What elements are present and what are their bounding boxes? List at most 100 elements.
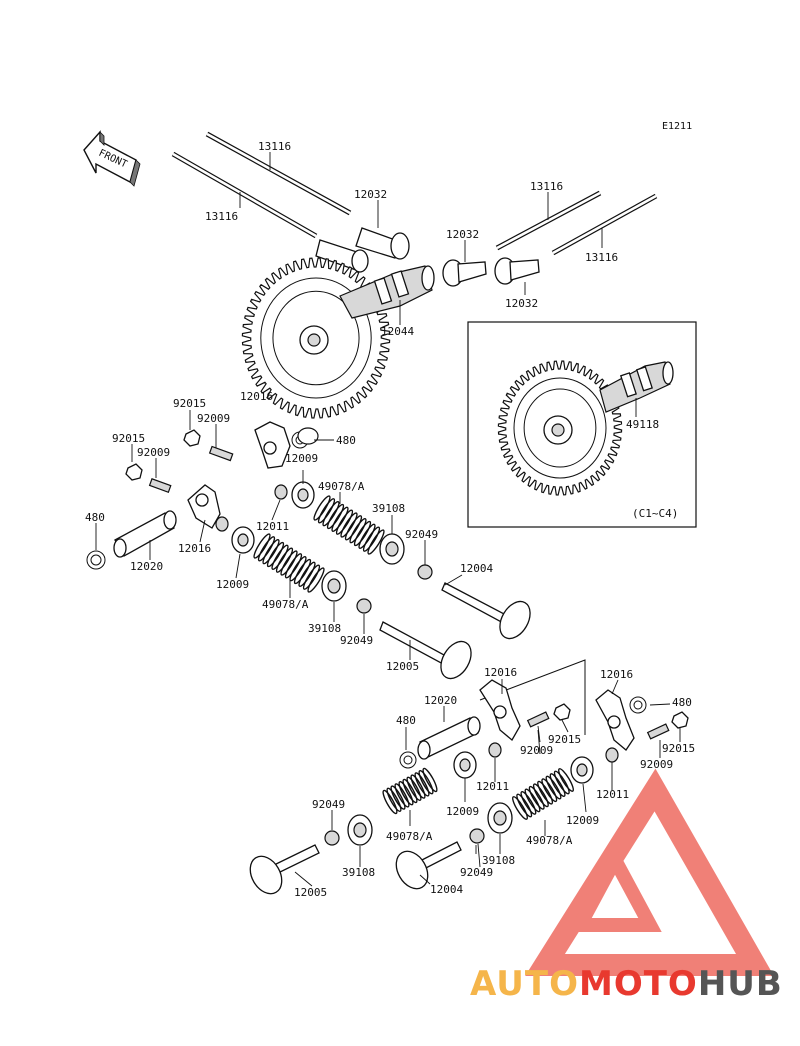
watermark-hub: HUB (698, 964, 783, 1004)
label-92015: 92015 (662, 742, 695, 755)
spring-coil (516, 793, 533, 818)
spring-coil (257, 536, 276, 562)
gear-ring (513, 377, 607, 479)
svg-text:AUTOMOTOHUB: AUTOMOTOHUB (470, 964, 783, 1004)
label-92049: 92049 (340, 634, 373, 647)
label-12005: 12005 (294, 886, 327, 899)
spring-coil (402, 778, 418, 804)
spring-coil (367, 529, 385, 555)
label-12004: 12004 (430, 883, 463, 896)
spring-coil (340, 512, 358, 538)
label-12032: 12032 (354, 188, 387, 201)
spring-coil (298, 561, 316, 587)
label-480: 480 (336, 434, 356, 447)
label-39108: 39108 (482, 854, 515, 867)
spring-coil (553, 770, 570, 795)
spring-coil (344, 515, 363, 541)
label-13116: 13116 (530, 180, 563, 193)
spring-coil (302, 564, 321, 590)
spring-coil (524, 788, 541, 813)
rocker-assembly-lower (249, 659, 689, 895)
label-12005: 12005 (386, 660, 419, 673)
part-labels: 13116 13116 12032 12032 13116 13116 1203… (85, 140, 695, 899)
spring-coil (545, 775, 562, 800)
spring-coil (520, 790, 537, 815)
spring-coil (398, 781, 414, 806)
front-arrow-icon: FRONT (83, 130, 141, 187)
spring-coil (271, 544, 289, 570)
gear-ring (523, 388, 597, 468)
label-92009: 92009 (137, 446, 170, 459)
label-12011: 12011 (256, 520, 289, 533)
camshaft (299, 265, 435, 355)
spring-coil (317, 498, 336, 524)
label-92009: 92009 (520, 744, 553, 757)
label-12016: 12016 (240, 390, 273, 403)
label-49118: 49118 (626, 418, 659, 431)
label-13116: 13116 (585, 251, 618, 264)
spring-coil (382, 789, 398, 815)
label-39108: 39108 (342, 866, 375, 879)
spring-coil (335, 509, 354, 535)
leader-lines (95, 152, 681, 887)
label-39108: 39108 (372, 502, 405, 515)
spring-coil (390, 785, 406, 810)
spring-coil (313, 495, 331, 521)
spring-coil (537, 780, 554, 805)
spring-coil (528, 785, 545, 810)
label-12032: 12032 (505, 297, 538, 310)
spring-coil (362, 526, 381, 552)
watermark-auto: AUTO (470, 964, 579, 1004)
spring-coil (289, 556, 307, 582)
spring-coil (532, 783, 549, 808)
label-13116: 13116 (205, 210, 238, 223)
spring-coil (358, 523, 376, 549)
label-12020: 12020 (424, 694, 457, 707)
label-12009: 12009 (285, 452, 318, 465)
spring-coil (512, 796, 528, 820)
push-rods (171, 131, 658, 256)
spring-coil (422, 767, 438, 793)
gear-ring (260, 277, 372, 399)
spring-coil (275, 547, 294, 573)
spring-coil (322, 501, 340, 527)
label-92049: 92049 (312, 798, 345, 811)
spring-coil (406, 776, 422, 801)
label-12009: 12009 (446, 805, 479, 818)
label-92049: 92049 (405, 528, 438, 541)
rocker-assembly-upper (86, 421, 531, 680)
spring-coil (558, 768, 574, 792)
label-12016: 12016 (178, 542, 211, 555)
spring-coil (541, 778, 558, 803)
label-49078a: 49078/A (262, 598, 309, 611)
label-92049: 92049 (460, 866, 493, 879)
label-480: 480 (396, 714, 416, 727)
spring-coil (262, 539, 280, 565)
label-12016: 12016 (600, 668, 633, 681)
label-12009: 12009 (566, 814, 599, 827)
watermark: AUTOMOTOHUB (470, 768, 783, 1004)
label-92015: 92015 (548, 733, 581, 746)
gear-ring (272, 290, 360, 386)
tappets (315, 227, 540, 287)
label-92009: 92009 (640, 758, 673, 771)
spring-coil (326, 503, 345, 530)
spring-coil (353, 520, 372, 547)
watermark-moto: MOTO (579, 964, 698, 1004)
label-480: 480 (85, 511, 105, 524)
spring-coil (410, 774, 426, 799)
label-49078a: 49078/A (526, 834, 573, 847)
spring-coil (280, 550, 298, 576)
label-92015: 92015 (173, 397, 206, 410)
inset-camshaft (543, 361, 674, 445)
spring-coil (266, 541, 285, 568)
spring-coil (418, 770, 434, 795)
label-12032: 12032 (446, 228, 479, 241)
spring-coil (349, 518, 367, 544)
spring-coil (414, 772, 430, 797)
label-12009: 12009 (216, 578, 249, 591)
spring-coil (293, 558, 312, 585)
spring-coil (549, 773, 566, 798)
label-49078a: 49078/A (318, 480, 365, 493)
